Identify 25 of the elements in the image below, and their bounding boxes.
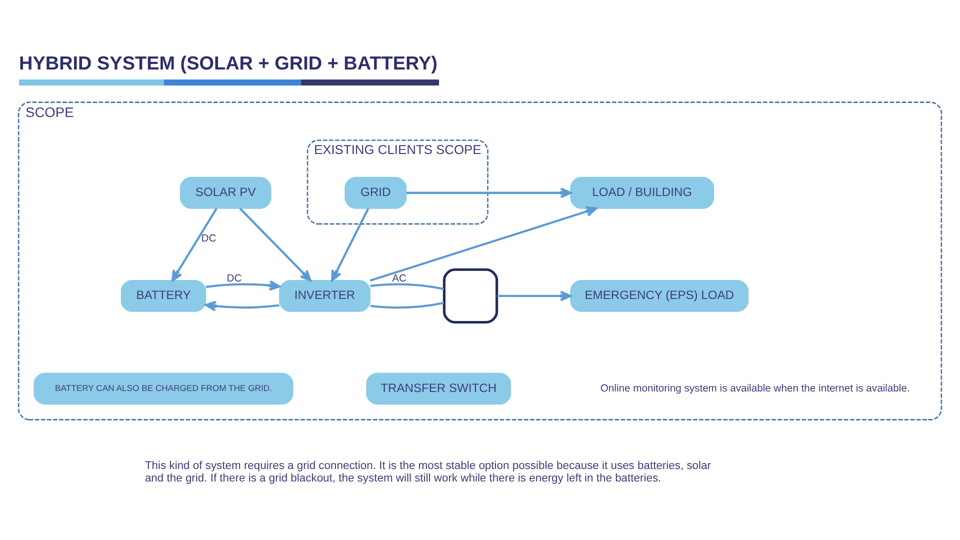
- arrow: [204, 300, 280, 311]
- arrow: [239, 207, 312, 281]
- edge-label: DC: [226, 272, 242, 284]
- label: Online monitoring system is available when the internet is available.: [600, 382, 910, 394]
- node-box: BATTERY: [120, 280, 206, 312]
- node-box: INVERTER: [279, 280, 370, 312]
- arrow: [497, 290, 572, 301]
- diagram-title: HYBRID SYSTEM (SOLAR + GRID + BATTERY): [19, 53, 438, 74]
- arrow: [370, 206, 598, 282]
- node-box: SOLAR PV: [180, 176, 272, 208]
- node-box: BATTERY CAN ALSO BE CHARGED FROM THE GRID.: [34, 372, 294, 404]
- node-box: LOAD / BUILDING: [570, 176, 714, 208]
- arrow: [171, 207, 218, 281]
- node-box: GRID: [344, 176, 407, 208]
- node-box: EMERGENCY (EPS) LOAD: [570, 280, 749, 312]
- edge-label: AC: [392, 273, 407, 284]
- node-box: TRANSFER SWITCH: [366, 372, 512, 404]
- arrow: [331, 208, 370, 281]
- connector: [370, 301, 444, 308]
- connector: [370, 282, 444, 290]
- arrow: [206, 280, 280, 290]
- edge-label: DC: [201, 233, 216, 244]
- arrow: [406, 187, 572, 198]
- caption: This kind of system requires a grid connection. It is the most stable option possible because it uses batteries, solar and the grid. If there is a grid blackout, the system will still work while there is energy left in the batteries.: [144, 460, 712, 484]
- node-box: [442, 268, 498, 324]
